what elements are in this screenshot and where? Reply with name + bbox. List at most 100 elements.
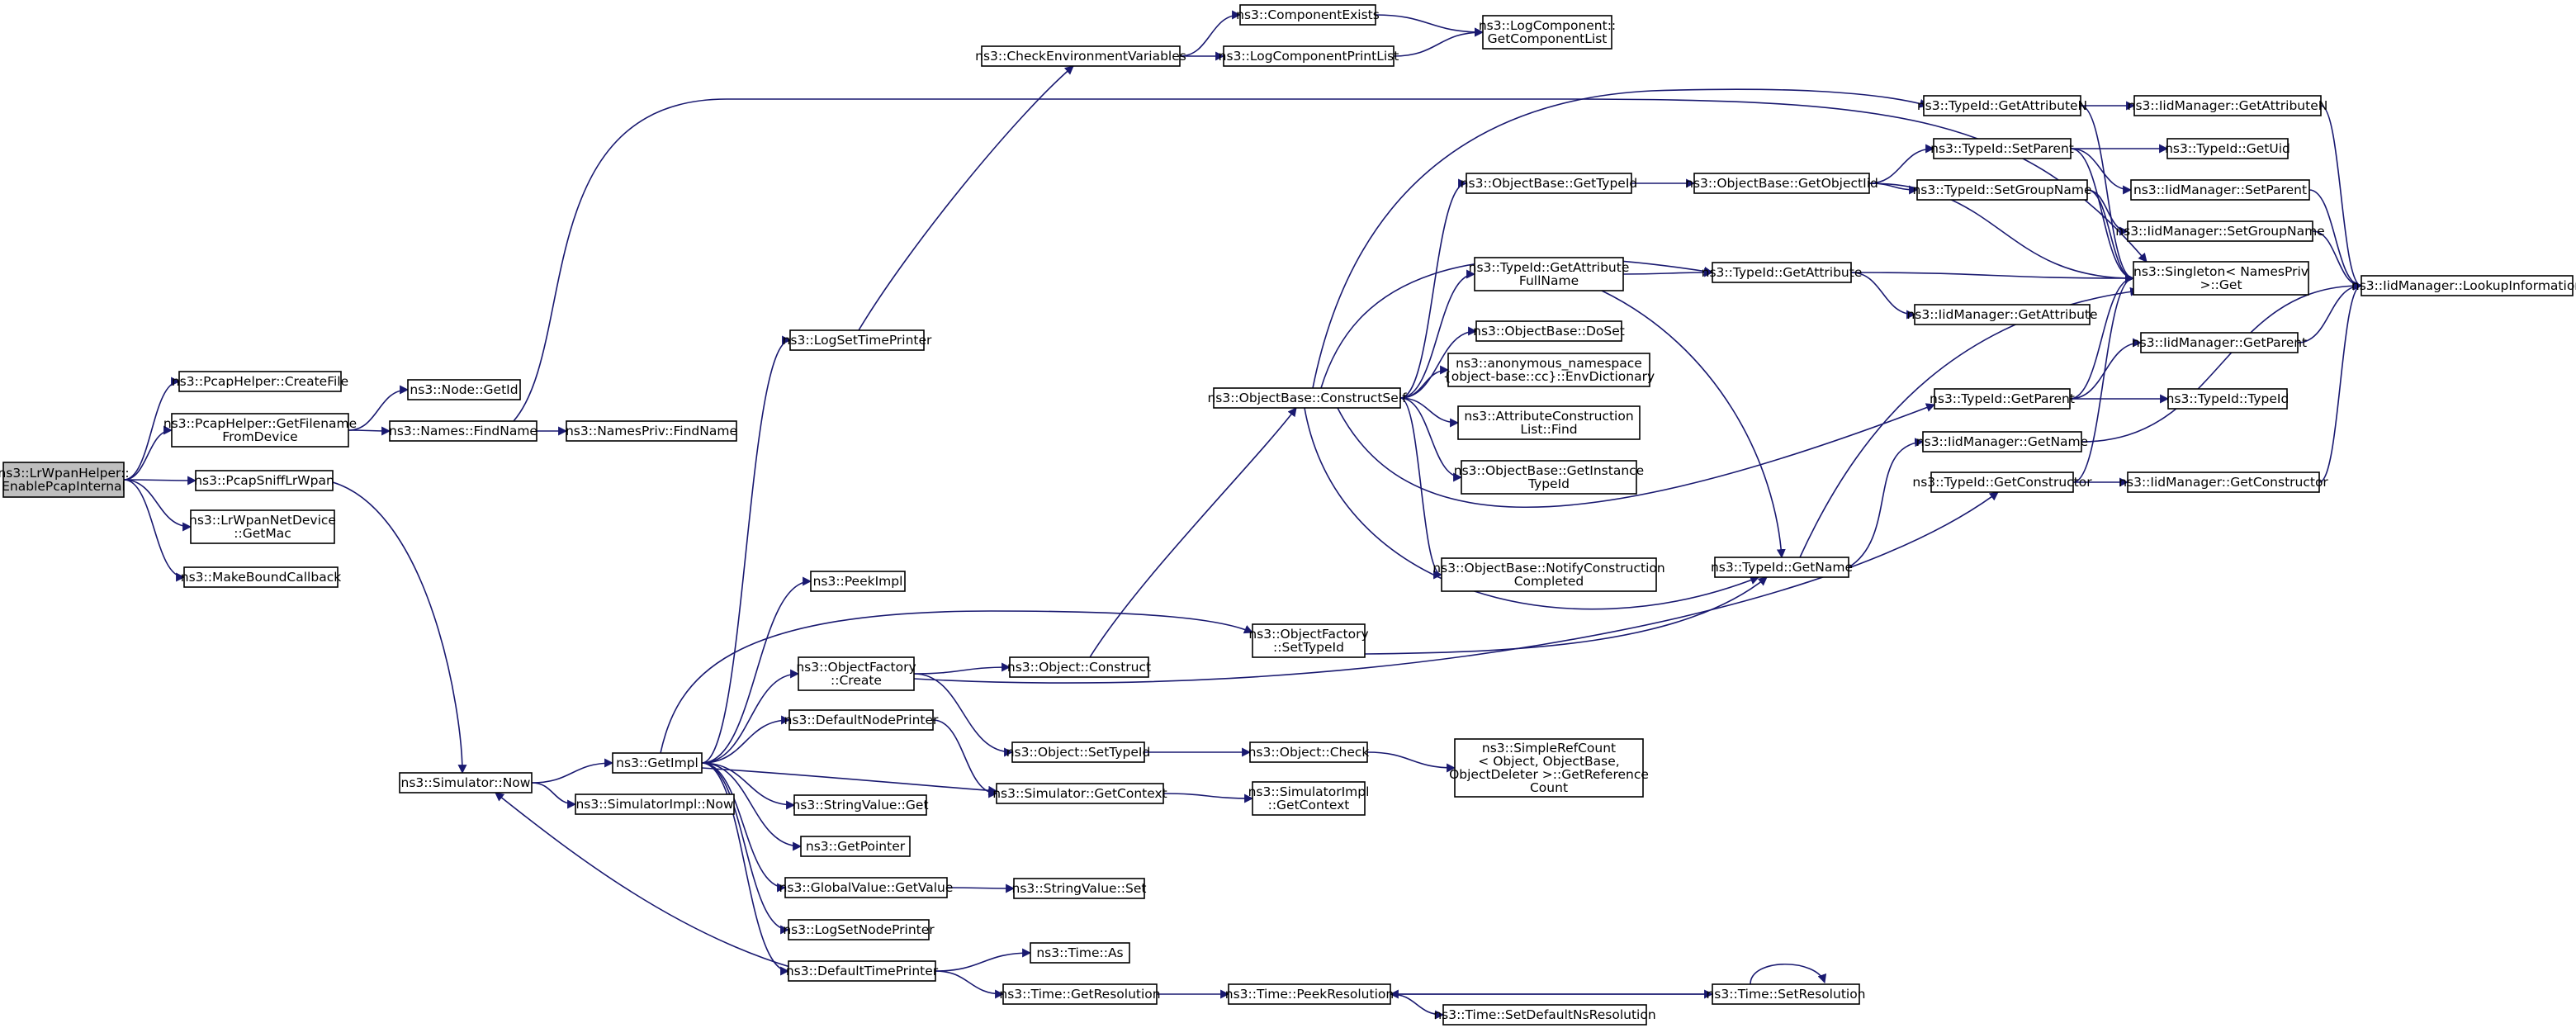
node-ns3-getimpl[interactable]: ns3::GetImpl	[612, 752, 703, 774]
node-ns3-typeid-getparent[interactable]: ns3::TypeId::GetParent	[1930, 388, 2075, 410]
node-label: ns3::IidManager::GetAttributeN	[2128, 98, 2328, 113]
node-ns3-objectbase-getobjectiid[interactable]: ns3::ObjectBase::GetObjectIid	[1685, 173, 1878, 194]
node-ns3-object-check[interactable]: ns3::Object::Check	[1248, 741, 1370, 763]
node-label: ns3::LrWpanNetDevice	[189, 513, 336, 528]
node-ns3-object-settypeid[interactable]: ns3::Object::SetTypeId	[1006, 741, 1151, 763]
node-ns3-objectfactory-create[interactable]: ns3::ObjectFactory::Create	[796, 656, 916, 691]
node-ns3-objectbase-notifyconstruction-completed[interactable]: ns3::ObjectBase::NotifyConstructionCompl…	[1432, 557, 1665, 592]
node-label: ns3::ObjectFactory	[1248, 627, 1368, 642]
node-ns3-simulatorimpl-now[interactable]: ns3::SimulatorImpl::Now	[575, 794, 735, 815]
node-ns3-typeid-setgroupname[interactable]: ns3::TypeId::SetGroupName	[1912, 179, 2092, 201]
node-ns3-globalvalue-getvalue[interactable]: ns3::GlobalValue::GetValue	[779, 877, 954, 898]
node-ns3-typeid-getuid[interactable]: ns3::TypeId::GetUid	[2165, 138, 2290, 159]
node-box	[788, 709, 934, 731]
node-ns3-peekimpl[interactable]: ns3::PeekImpl	[810, 571, 906, 592]
node-ns3-pcaphelper-createfile[interactable]: ns3::PcapHelper::CreateFile	[172, 371, 348, 392]
node-box	[2130, 179, 2310, 201]
call-edge	[531, 782, 577, 809]
node-ns3-singleton-namespriv-get[interactable]: ns3::Singleton< NamesPriv>::Get	[2133, 261, 2309, 296]
call-edge	[1399, 178, 1468, 399]
node-label: ns3::SimulatorImpl::Now	[575, 797, 733, 812]
node-ns3-iidmanager-getconstructor[interactable]: ns3::IidManager::GetConstructor	[2119, 471, 2328, 493]
node-ns3-componentexists[interactable]: ns3::ComponentExists	[1236, 4, 1380, 26]
call-edge	[701, 715, 791, 764]
node-box	[996, 783, 1164, 804]
node-ns3-iidmanager-getname[interactable]: ns3::IidManager::GetName	[1916, 431, 2088, 452]
node-ns3-typeid-getattribute[interactable]: ns3::TypeId::GetAttribute	[1702, 262, 1863, 283]
node-ns3-simulator-getcontext[interactable]: ns3::Simulator::GetContext	[992, 783, 1167, 804]
node-ns3-typeid-getname[interactable]: ns3::TypeId::GetName	[1711, 557, 1853, 578]
node-label: ns3::DefaultTimePrinter	[786, 964, 939, 978]
node-ns3-stringvalue-get[interactable]: ns3::StringValue::Get	[792, 794, 929, 816]
node-box	[1457, 405, 1641, 440]
call-edge	[1393, 27, 1485, 57]
node-label: ns3::TypeId::GetName	[1711, 560, 1853, 575]
call-edge	[1375, 14, 1485, 37]
node-ns3-time-setresolution[interactable]: ns3::Time::SetResolution	[1706, 983, 1866, 1005]
call-edge	[2072, 273, 2135, 483]
node-box	[566, 420, 737, 442]
node-label: ns3::Simulator::GetContext	[992, 786, 1167, 801]
node-ns3-namespriv-findname[interactable]: ns3::NamesPriv::FindName	[566, 420, 737, 442]
node-label: ns3::Time::SetDefaultNsResolution	[1433, 1007, 1655, 1022]
node-ns3-logcomponentprintlist[interactable]: ns3::LogComponentPrintList	[1219, 45, 1399, 67]
node-ns3-time-peekresolution[interactable]: ns3::Time::PeekResolution	[1225, 983, 1394, 1005]
node-label: ns3::MakeBoundCallback	[181, 570, 341, 585]
call-edge	[123, 377, 181, 481]
node-box	[1934, 388, 2071, 410]
node-ns3-simulatorimpl-getcontext[interactable]: ns3::SimulatorImpl::GetContext	[1248, 781, 1370, 816]
node-box	[800, 836, 911, 857]
node-label: ns3::PeekImpl	[813, 574, 903, 589]
node-box	[1712, 983, 1860, 1005]
node-ns3-objectbase-gettypeid[interactable]: ns3::ObjectBase::GetTypeId	[1461, 173, 1638, 194]
node-label: < Object, ObjectBase,	[1478, 754, 1619, 769]
node-ns3-time-setdefaultnsresolution[interactable]: ns3::Time::SetDefaultNsResolution	[1433, 1004, 1656, 1026]
node-ns3-logsettimeprinter[interactable]: ns3::LogSetTimePrinter	[783, 329, 932, 351]
node-ns3-names-findname[interactable]: ns3::Names::FindName	[389, 420, 537, 442]
node-ns3-object-construct[interactable]: ns3::Object::Construct	[1007, 656, 1151, 678]
node-ns3-typeid-typeid[interactable]: ns3::TypeId::TypeId	[2166, 388, 2290, 410]
node-ns3-objectfactory-settypeid[interactable]: ns3::ObjectFactory::SetTypeId	[1248, 623, 1369, 658]
node-ns3-iidmanager-getattribute[interactable]: ns3::IidManager::GetAttribute	[1906, 304, 2098, 325]
node-ns3-time-as[interactable]: ns3::Time::As	[1030, 942, 1130, 964]
node-ns3-makeboundcallback[interactable]: ns3::MakeBoundCallback	[181, 566, 341, 588]
node-ns3-logcomponent-getcomponentlist[interactable]: ns3::LogComponent::GetComponentList	[1479, 15, 1616, 50]
node-ns3-stringvalue-set[interactable]: ns3::StringValue::Set	[1012, 878, 1147, 899]
node-ns3-typeid-getattributen[interactable]: ns3::TypeId::GetAttributeN	[1917, 95, 2087, 116]
node-ns3-simplerefcount-object-objectbase-objectdeleter-getreference-count[interactable]: ns3::SimpleRefCount< Object, ObjectBase,…	[1449, 738, 1649, 798]
node-ns3-iidmanager-lookupinformation[interactable]: ns3::IidManager::LookupInformation	[2351, 275, 2576, 296]
node-ns3-typeid-getconstructor[interactable]: ns3::TypeId::GetConstructor	[1912, 471, 2092, 493]
node-label: ns3::LrWpanHelper::	[0, 466, 130, 481]
node-ns3-time-getresolution[interactable]: ns3::Time::GetResolution	[999, 983, 1161, 1005]
node-label: ns3::TypeId::GetAttributeN	[1917, 98, 2087, 113]
node-ns3-defaultnodeprinter[interactable]: ns3::DefaultNodePrinter	[784, 709, 939, 731]
node-ns3-iidmanager-getparent[interactable]: ns3::IidManager::GetParent	[2132, 332, 2307, 353]
node-ns3-iidmanager-setparent[interactable]: ns3::IidManager::SetParent	[2130, 179, 2310, 201]
node-ns3-iidmanager-setgroupname[interactable]: ns3::IidManager::SetGroupName	[2115, 220, 2325, 242]
node-box	[784, 877, 948, 898]
call-edge	[1399, 397, 1443, 580]
node-ns3-logsetnodeprinter[interactable]: ns3::LogSetNodePrinter	[783, 919, 935, 940]
node-ns3-lrwpannetdevice-getmac[interactable]: ns3::LrWpanNetDevice::GetMac	[189, 509, 336, 544]
call-edge	[1399, 365, 1450, 399]
node-box	[1447, 353, 1650, 387]
node-ns3-iidmanager-getattributen[interactable]: ns3::IidManager::GetAttributeN	[2128, 95, 2328, 116]
node-ns3-getpointer[interactable]: ns3::GetPointer	[800, 836, 911, 857]
node-ns3-objectbase-constructself[interactable]: ns3::ObjectBase::ConstructSelf	[1207, 387, 1407, 409]
node-ns3-objectbase-doset[interactable]: ns3::ObjectBase::DoSet	[1473, 320, 1625, 342]
node-label: ns3::IidManager::GetAttribute	[1906, 307, 2097, 322]
node-ns3-typeid-setparent[interactable]: ns3::TypeId::SetParent	[1930, 138, 2074, 159]
node-ns3-checkenvironmentvariables[interactable]: ns3::CheckEnvironmentVariables	[975, 45, 1186, 67]
node-ns3-pcapsnifflrwpan[interactable]: ns3::PcapSniffLrWpan	[194, 470, 334, 491]
node-ns3-simulator-now[interactable]: ns3::Simulator::Now	[399, 772, 533, 794]
node-ns3-anonymous-namespace-object-base-cc-envdictionary[interactable]: ns3::anonymous_namespace{object-base::cc…	[1443, 353, 1655, 387]
call-edge	[1799, 287, 2140, 558]
node-ns3-node-getid[interactable]: ns3::Node::GetId	[407, 379, 521, 400]
node-ns3-defaulttimeprinter[interactable]: ns3::DefaultTimePrinter	[786, 960, 939, 982]
node-ns3-lrwpanhelper-enablepcapinternal[interactable]: ns3::LrWpanHelper::EnablePcapInternal	[0, 462, 130, 498]
